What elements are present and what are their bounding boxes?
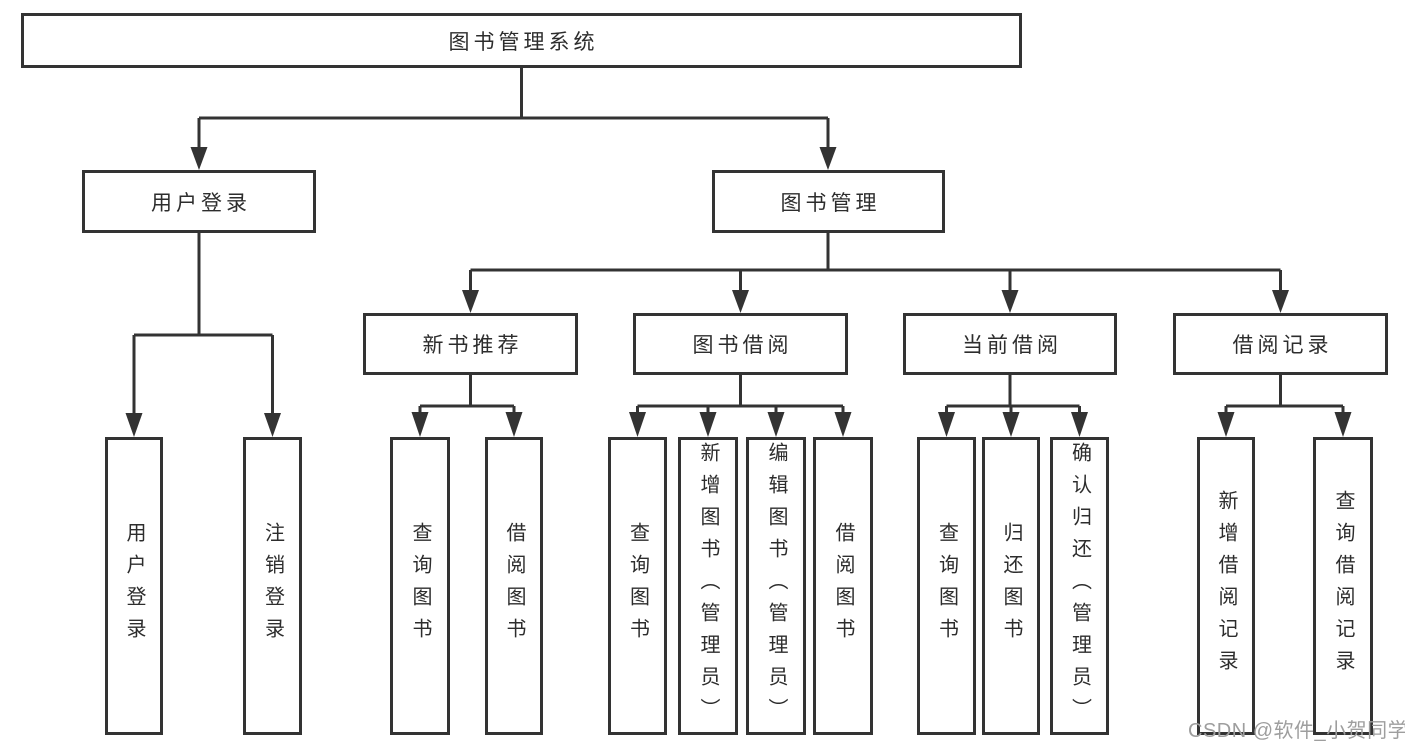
leaf-add-borrow-record: 新增借阅记录 xyxy=(1197,437,1255,735)
node-label: 图书管理 xyxy=(780,191,881,215)
leaf-label: 新增借阅记录 xyxy=(1215,490,1237,682)
leaf-edit-book-admin: 编辑图书（管理员） xyxy=(746,437,806,735)
leaf-label: 查询图书 xyxy=(409,522,431,650)
leaf-label: 用户登录 xyxy=(123,522,145,650)
leaf-label: 借阅图书 xyxy=(503,522,525,650)
node-label: 新书推荐 xyxy=(422,334,523,357)
leaf-borrow-books: 借阅图书 xyxy=(813,437,873,735)
leaf-query-books-current: 查询图书 xyxy=(917,437,976,735)
leaf-add-book-admin: 新增图书（管理员） xyxy=(678,437,738,735)
leaf-confirm-return-admin: 确认归还（管理员） xyxy=(1050,437,1109,735)
node-new-book-recommend: 新书推荐 xyxy=(363,313,578,375)
leaf-label: 查询借阅记录 xyxy=(1332,490,1354,682)
leaf-label: 借阅图书 xyxy=(832,522,854,650)
leaf-user-login: 用户登录 xyxy=(105,437,163,735)
leaf-borrow-books-recommend: 借阅图书 xyxy=(485,437,543,735)
node-label: 用户登录 xyxy=(151,191,251,215)
node-borrowing-records: 借阅记录 xyxy=(1173,313,1388,375)
leaf-label: 归还图书 xyxy=(1000,522,1022,650)
leaf-query-books-borrowing: 查询图书 xyxy=(608,437,667,735)
node-label: 图书管理系统 xyxy=(448,30,599,54)
leaf-label: 新增图书（管理员） xyxy=(697,442,719,730)
node-user-login: 用户登录 xyxy=(82,170,316,233)
leaf-logout: 注销登录 xyxy=(243,437,302,735)
node-label: 当前借阅 xyxy=(962,334,1062,357)
csdn-watermark: CSDN @软件_小贺同学 xyxy=(1188,720,1405,742)
node-label: 图书借阅 xyxy=(692,334,793,357)
leaf-query-borrow-record: 查询借阅记录 xyxy=(1313,437,1373,735)
node-current-borrowing: 当前借阅 xyxy=(903,313,1117,375)
leaf-label: 查询图书 xyxy=(935,522,958,650)
node-book-management: 图书管理 xyxy=(712,170,945,233)
leaf-label: 注销登录 xyxy=(261,522,284,650)
node-library-management-system: 图书管理系统 xyxy=(21,13,1022,68)
leaf-label: 查询图书 xyxy=(626,522,649,650)
leaf-return-books: 归还图书 xyxy=(982,437,1040,735)
leaf-label: 确认归还（管理员） xyxy=(1068,442,1091,730)
leaf-query-books-recommend: 查询图书 xyxy=(390,437,450,735)
node-label: 借阅记录 xyxy=(1232,334,1333,357)
node-book-borrowing: 图书借阅 xyxy=(633,313,848,375)
leaf-label: 编辑图书（管理员） xyxy=(765,442,787,730)
